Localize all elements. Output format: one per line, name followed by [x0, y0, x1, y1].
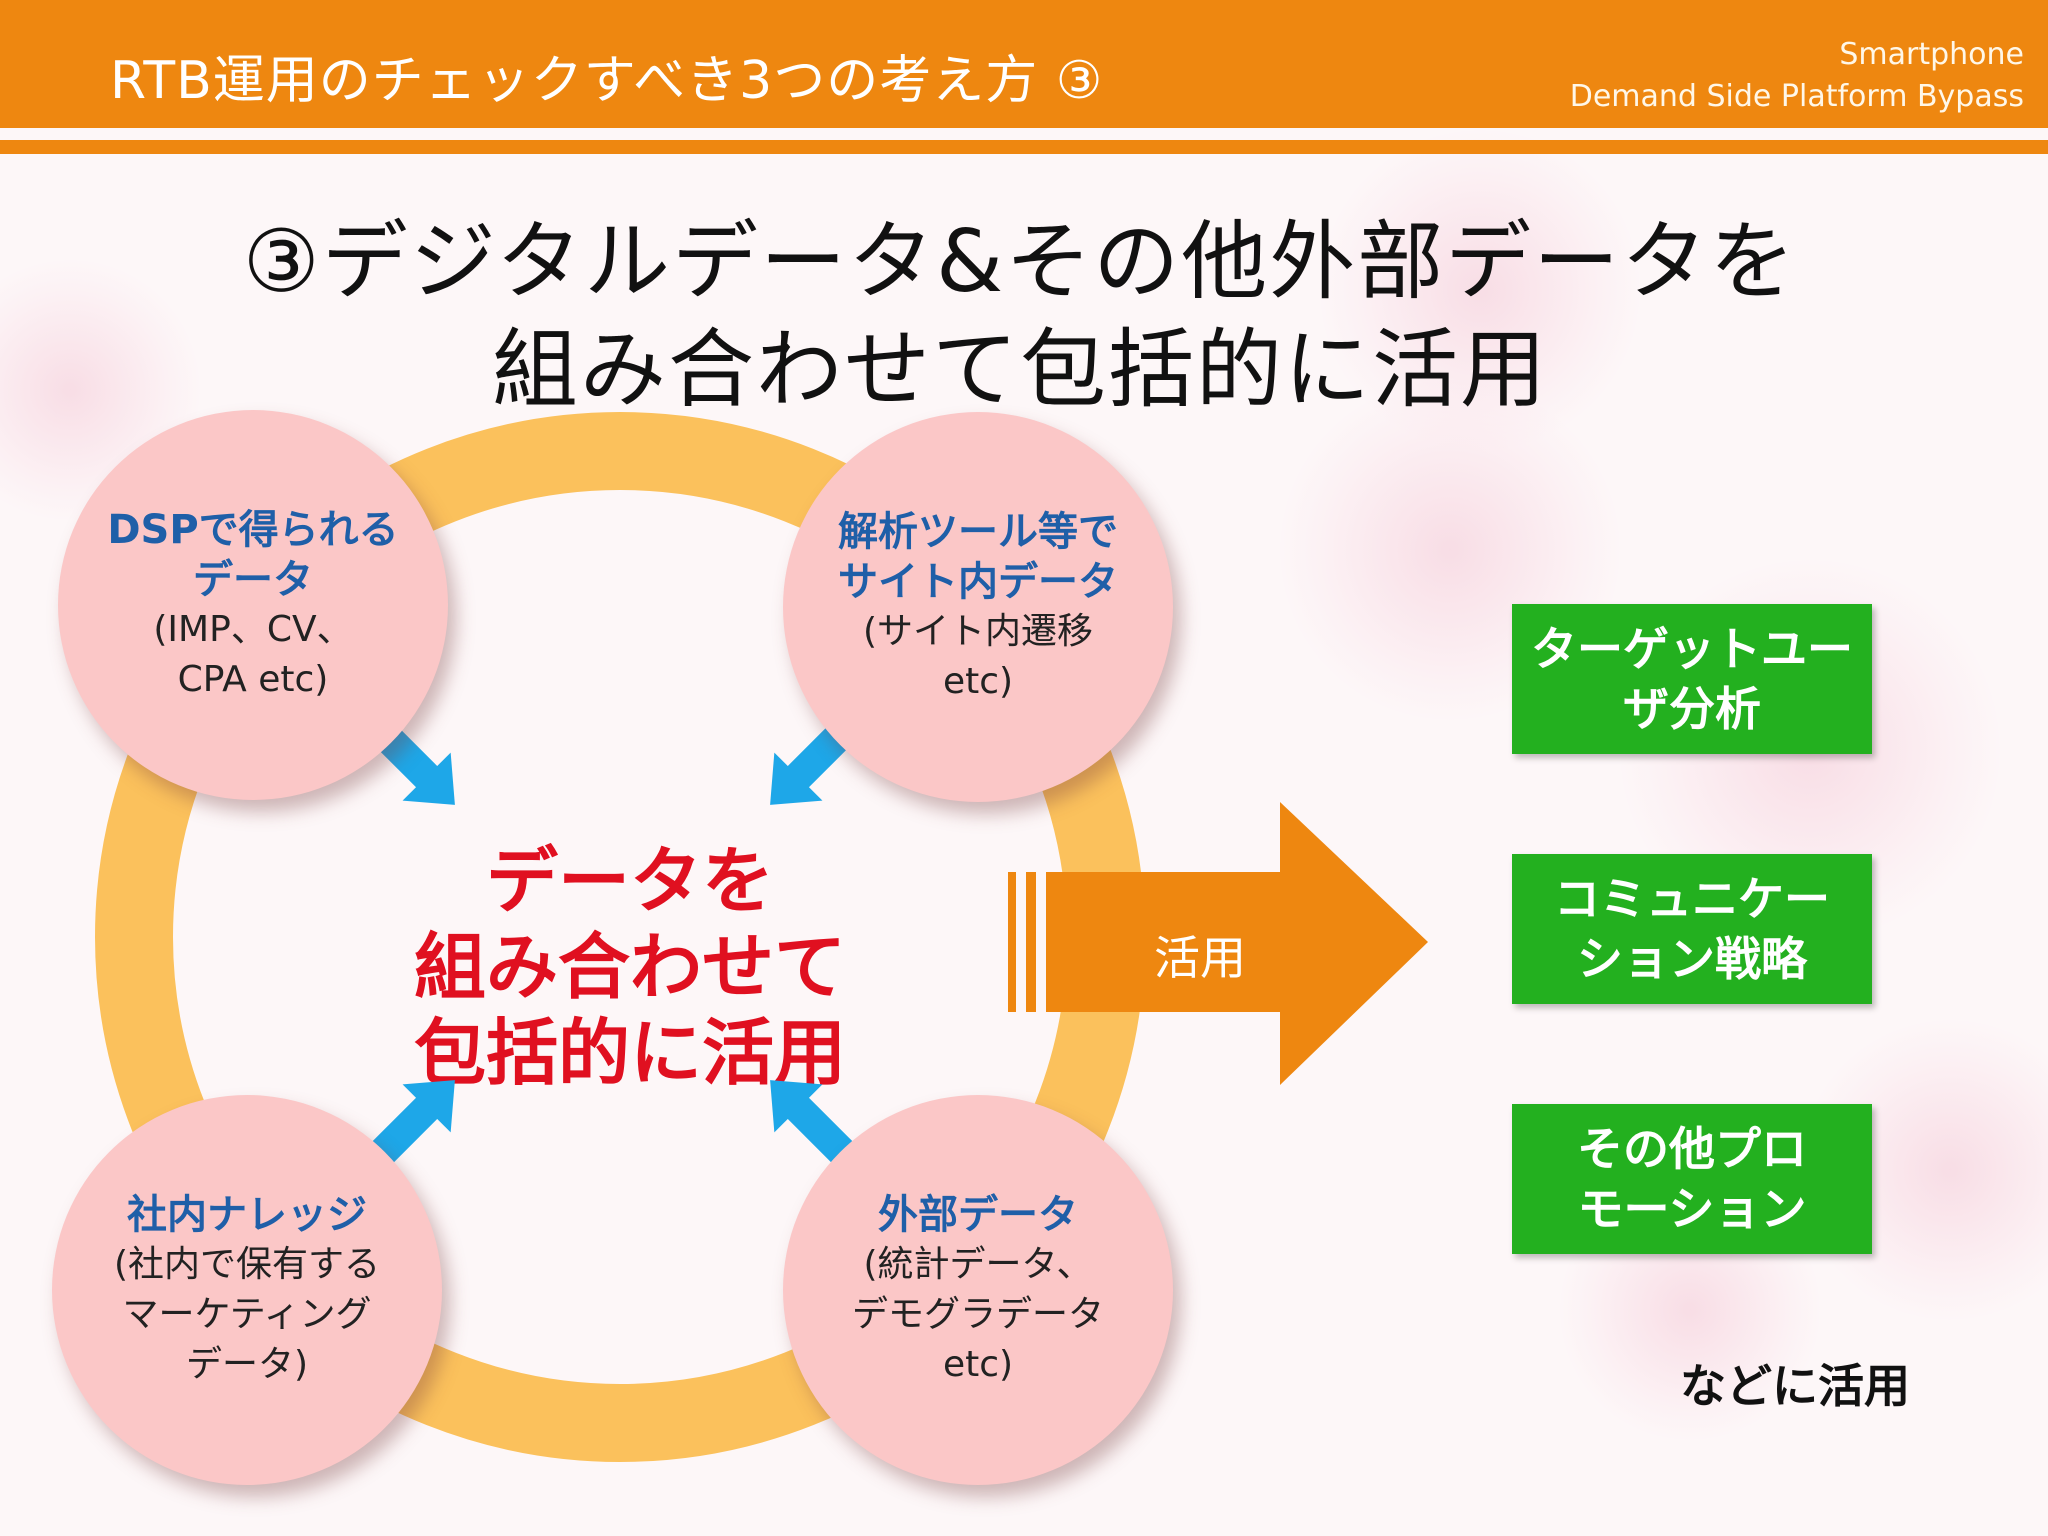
bubble-external-data: 外部データ (統計データ、 デモグラデータ etc) — [783, 1095, 1173, 1485]
background-blossom — [1320, 130, 1640, 450]
output-label: ターゲットユー — [1531, 622, 1853, 676]
bubble-detail: (統計データ、 — [863, 1244, 1093, 1285]
bubble-detail: CPA etc) — [177, 659, 329, 700]
bubble-site-data: 解析ツール等で サイト内データ (サイト内遷移 etc) — [783, 412, 1173, 802]
center-message-line-2: 組み合わせて — [413, 925, 846, 1009]
center-message-line-3: 包括的に活用 — [413, 1011, 846, 1095]
output-label: コミュニケー — [1554, 872, 1830, 926]
brand-line-1: Smartphone — [1839, 37, 2024, 72]
header-bar: RTB運用のチェックすべき3つの考え方 ③ Smartphone Demand … — [0, 0, 2048, 128]
output-communication-strategy: コミュニケー ション戦略 — [1512, 854, 1872, 1004]
center-message: データを 組み合わせて 包括的に活用 — [400, 838, 860, 1096]
bubble-detail: (IMP、CV、 — [153, 609, 353, 650]
bubble-heading: サイト内データ — [838, 559, 1118, 605]
bubble-detail: データ) — [185, 1344, 309, 1385]
arrow-label: 活用 — [1154, 931, 1246, 985]
bubble-detail: etc) — [942, 661, 1014, 702]
bubble-heading: 外部データ — [878, 1192, 1078, 1238]
bubble-heading: 解析ツール等で — [838, 509, 1118, 555]
bubble-detail: etc) — [942, 1344, 1014, 1385]
output-target-user-analysis: ターゲットユー ザ分析 — [1512, 604, 1872, 754]
output-label: その他プロ — [1577, 1122, 1807, 1176]
output-label: ザ分析 — [1623, 682, 1761, 736]
brand-label: Smartphone Demand Side Platform Bypass — [1570, 34, 2024, 118]
bubble-detail: (社内で保有する — [113, 1244, 381, 1285]
bubble-heading: 社内ナレッジ — [127, 1192, 367, 1238]
bubble-dsp-data: DSPで得られる データ (IMP、CV、 CPA etc) — [58, 410, 448, 800]
bubble-detail: デモグラデータ — [851, 1294, 1104, 1335]
bubble-heading: DSPで得られる — [107, 507, 399, 553]
bubble-detail: (サイト内遷移 — [862, 611, 1094, 652]
bubble-heading: データ — [193, 557, 313, 603]
bubble-internal-knowledge: 社内ナレッジ (社内で保有する マーケティング データ) — [52, 1095, 442, 1485]
header-title: RTB運用のチェックすべき3つの考え方 ③ — [110, 51, 1104, 111]
brand-line-2: Demand Side Platform Bypass — [1569, 79, 2024, 114]
output-label: モーション — [1577, 1182, 1807, 1236]
bubble-detail: マーケティング — [122, 1294, 372, 1335]
output-label: ション戦略 — [1577, 932, 1807, 986]
header-divider — [0, 140, 2048, 154]
center-message-line-1: データを — [485, 839, 774, 923]
slide-title: ③デジタルデータ&その他外部データを 組み合わせて包括的に活用 — [200, 208, 1840, 424]
slide-title-line-2: 組み合わせて包括的に活用 — [492, 320, 1548, 420]
slide-title-line-1: ③デジタルデータ&その他外部データを — [242, 212, 1798, 312]
output-other-promotions: その他プロ モーション — [1512, 1104, 1872, 1254]
footer-note: などに活用 — [1680, 1359, 1910, 1413]
